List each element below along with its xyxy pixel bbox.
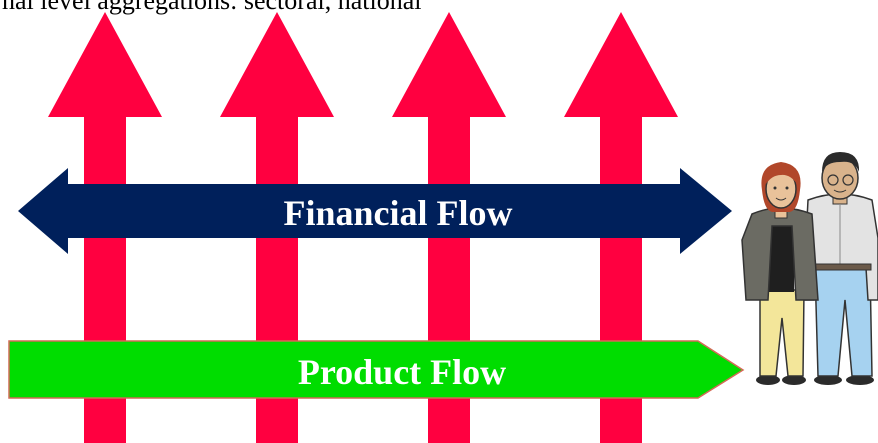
product-flow-shape bbox=[8, 340, 745, 399]
product-flow-arrow: Product Flow bbox=[8, 340, 745, 399]
woman-pants bbox=[759, 289, 805, 377]
woman-smile bbox=[775, 197, 787, 201]
man-hair bbox=[822, 152, 860, 172]
woman-figure bbox=[741, 162, 819, 385]
financial-flow-label: Financial Flow bbox=[283, 193, 512, 233]
man-glasses-right bbox=[842, 174, 854, 186]
top-cut-off-text: nal level aggregations: sectoral, nation… bbox=[2, 0, 422, 15]
woman-shoe-left bbox=[756, 375, 780, 385]
woman-eye-left bbox=[773, 186, 777, 190]
financial-flow-arrow: Financial Flow bbox=[18, 168, 732, 254]
man-shoe-right bbox=[846, 375, 874, 385]
man-shoe-left bbox=[814, 375, 842, 385]
woman-shoe-right bbox=[782, 375, 806, 385]
people-illustration bbox=[741, 152, 878, 385]
man-pants bbox=[814, 267, 873, 377]
woman-jacket bbox=[741, 207, 819, 301]
man-figure bbox=[803, 152, 878, 385]
man-glasses-left bbox=[827, 174, 839, 186]
financial-flow-shape bbox=[18, 168, 732, 254]
woman-eye-right bbox=[785, 186, 789, 190]
product-flow-label: Product Flow bbox=[298, 352, 506, 392]
man-smile bbox=[833, 189, 847, 193]
woman-hair-fringe bbox=[766, 166, 797, 184]
man-belt bbox=[814, 263, 872, 271]
